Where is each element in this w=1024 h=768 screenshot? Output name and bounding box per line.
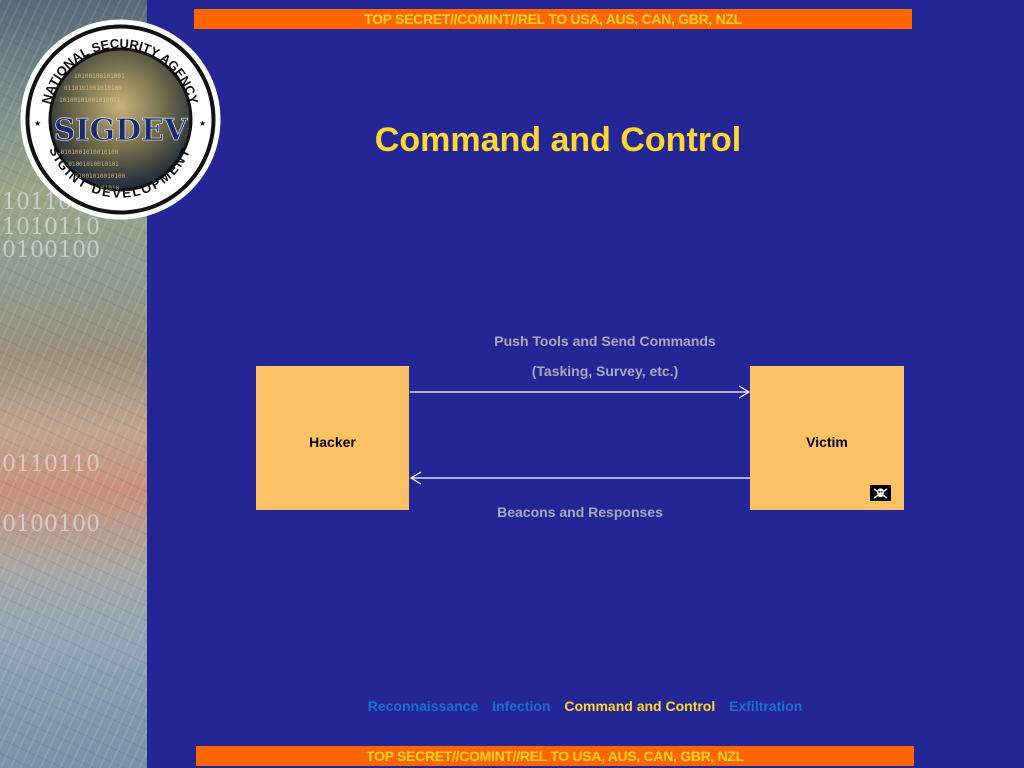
svg-text:10100101001010011: 10100101001010011 xyxy=(59,97,121,104)
push-commands-label: Push Tools and Send Commands xyxy=(494,333,716,349)
svg-text:0110101001010100: 0110101001010100 xyxy=(64,85,122,92)
seal-center-text: SIGDEV xyxy=(54,113,188,148)
nav-item-infection[interactable]: Infection xyxy=(492,698,551,714)
skull-and-crossbones-icon xyxy=(870,485,891,501)
classification-banner-bottom: TOP SECRET//COMINT//REL TO USA, AUS, CAN… xyxy=(196,746,914,766)
beacons-responses-label: Beacons and Responses xyxy=(497,504,663,520)
victim-node: Victim xyxy=(750,366,904,510)
svg-text:★: ★ xyxy=(199,119,206,128)
nav-item-exfiltration[interactable]: Exfiltration xyxy=(729,698,803,714)
sigdev-seal-logo: 10100100101001 0110101001010100 10100101… xyxy=(20,19,221,220)
phase-navigation: Reconnaissance Infection Command and Con… xyxy=(300,698,870,714)
svg-text:101001010010100: 101001010010100 xyxy=(71,173,126,180)
tasking-survey-label: (Tasking, Survey, etc.) xyxy=(531,363,679,379)
svg-text:0101001010: 0101001010 xyxy=(83,185,120,192)
nav-item-command-and-control[interactable]: Command and Control xyxy=(564,698,716,714)
svg-text:★: ★ xyxy=(34,119,41,128)
slide-title: Command and Control xyxy=(374,121,742,159)
classification-banner-top: TOP SECRET//COMINT//REL TO USA, AUS, CAN… xyxy=(194,9,912,29)
svg-text:0101001010010101: 0101001010010101 xyxy=(61,161,119,168)
svg-text:10101001010010100: 10101001010010100 xyxy=(57,149,119,156)
victim-label: Victim xyxy=(806,434,848,450)
svg-text:10100100101001: 10100100101001 xyxy=(74,73,125,80)
nav-item-reconnaissance[interactable]: Reconnaissance xyxy=(367,698,479,714)
push-arrow xyxy=(410,385,751,399)
beacon-arrow xyxy=(409,471,750,485)
hacker-node: Hacker xyxy=(256,366,409,510)
hacker-label: Hacker xyxy=(309,434,356,450)
